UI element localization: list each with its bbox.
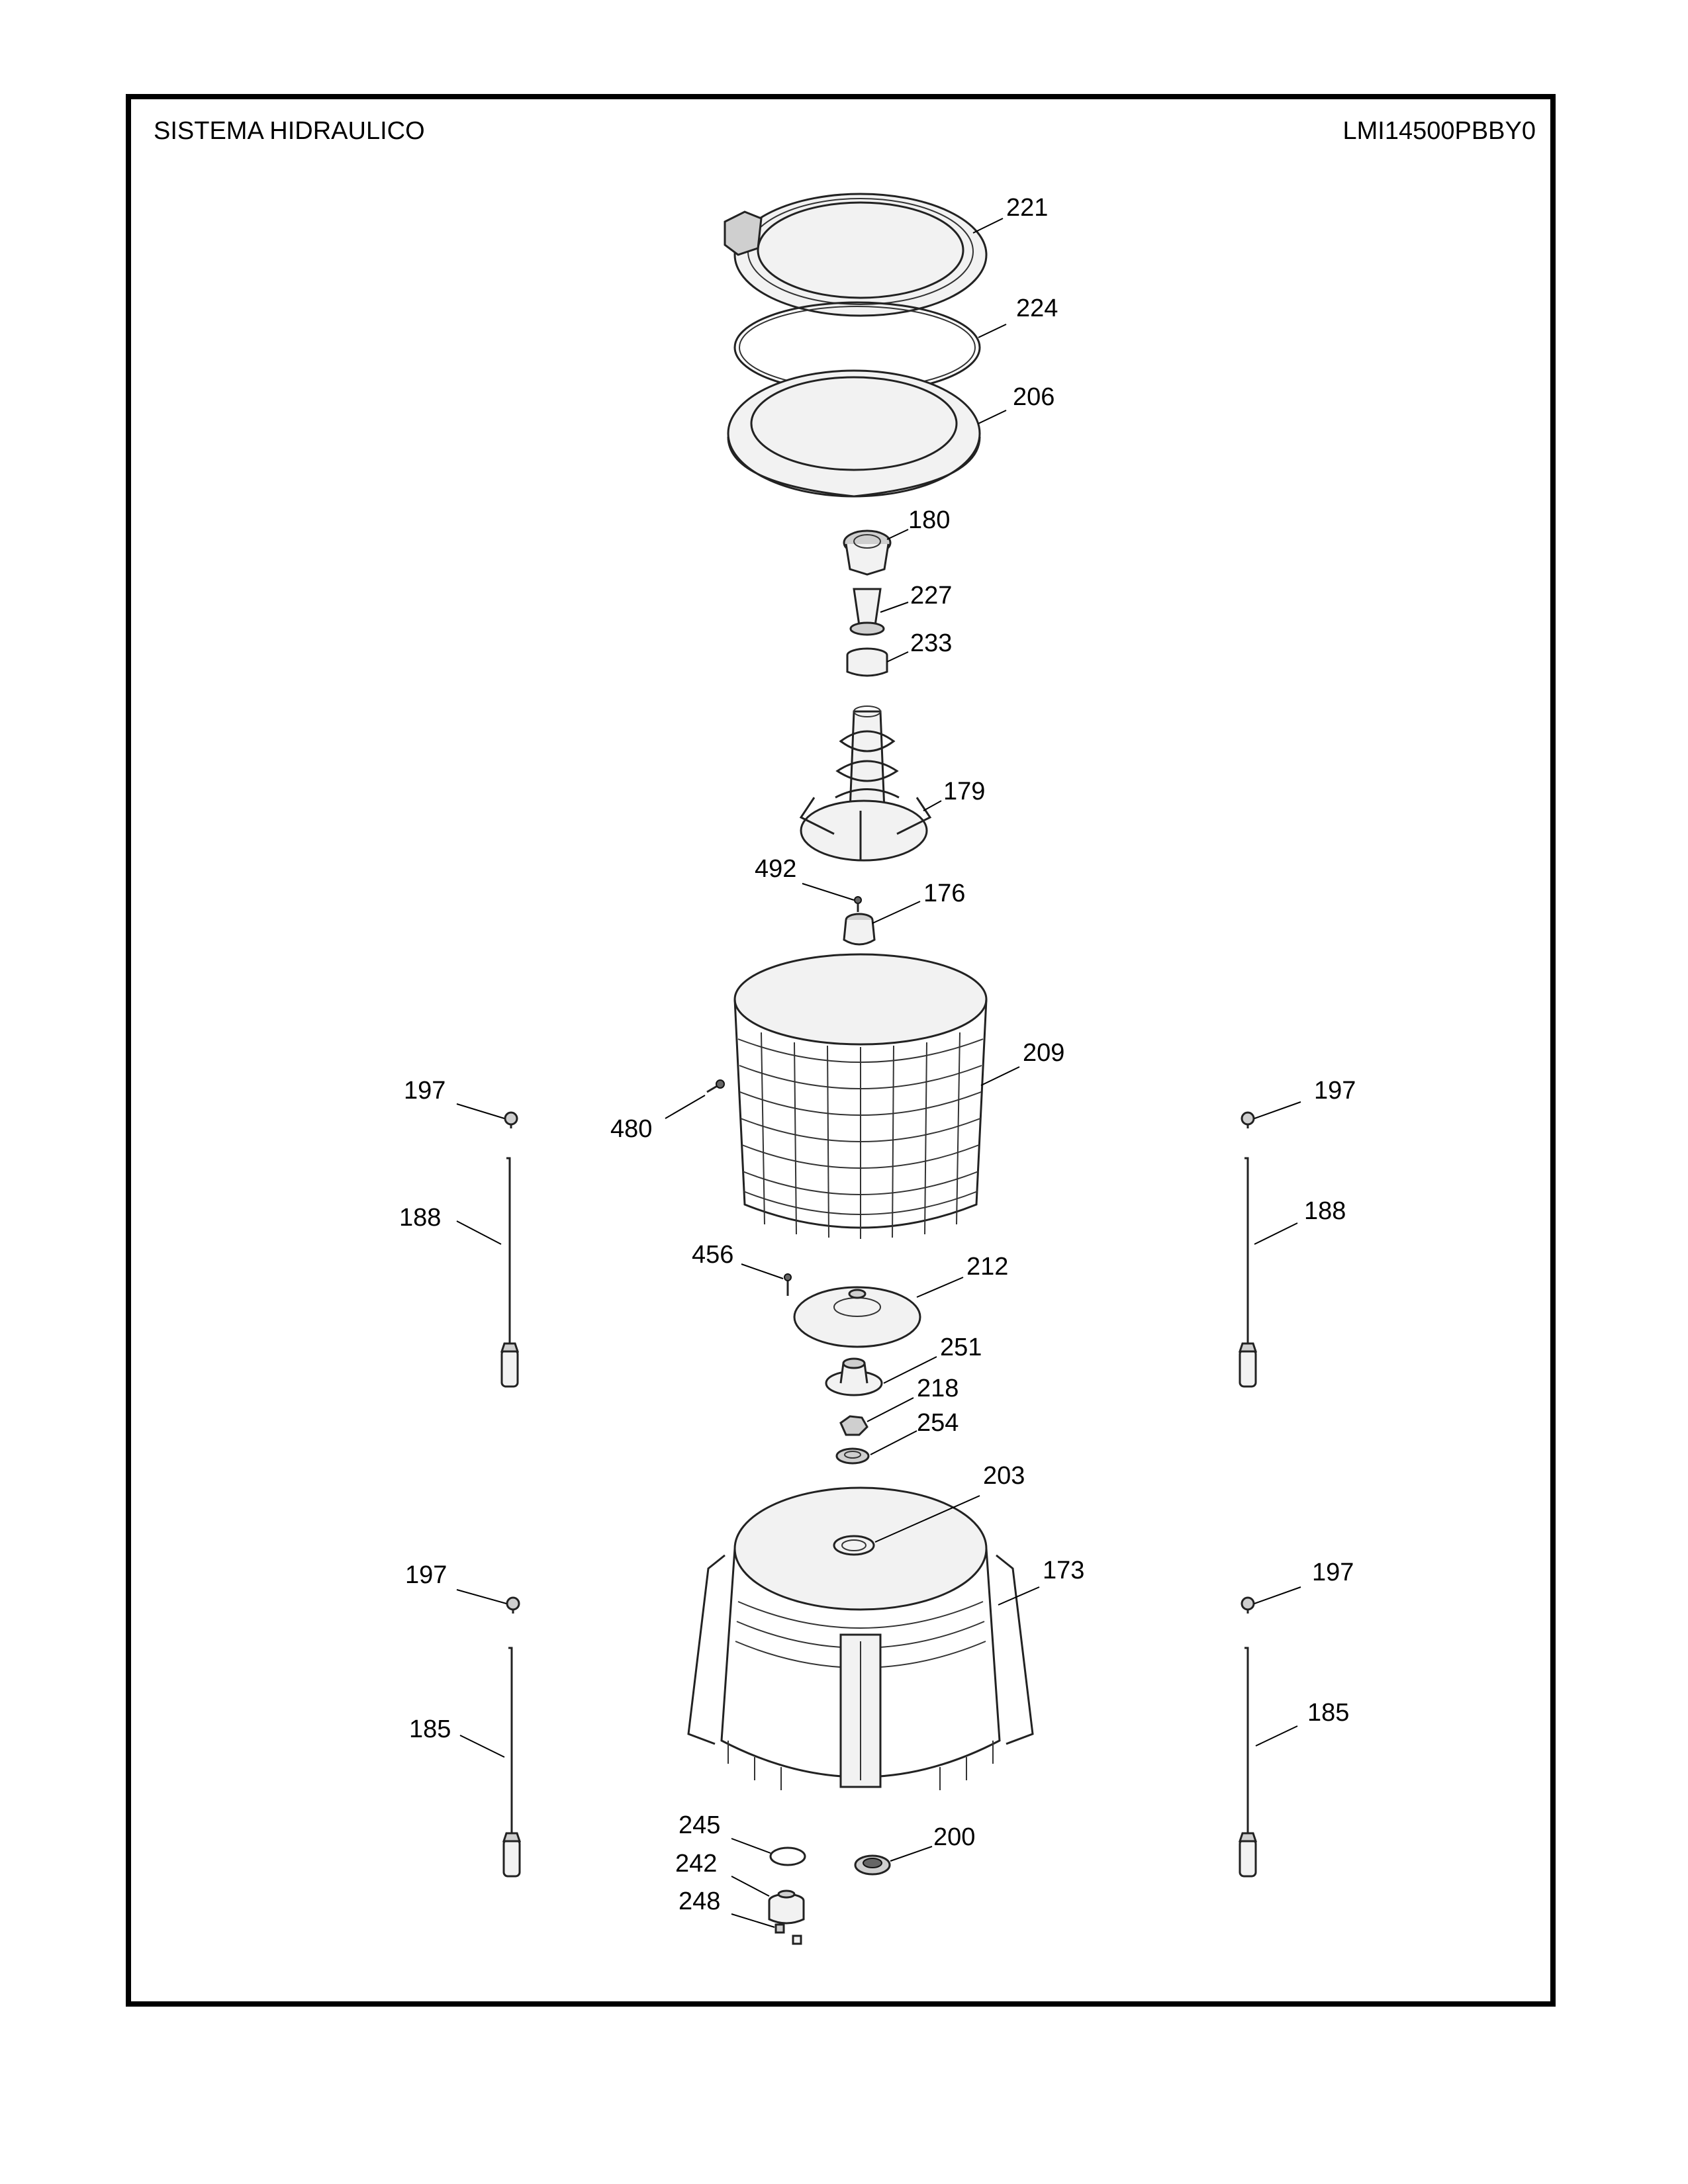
- leader-242: [731, 1876, 770, 1897]
- leader-197-ll: [456, 1589, 507, 1604]
- callout-456: 456: [692, 1241, 733, 1269]
- callout-200: 200: [933, 1823, 975, 1851]
- part-203-tub-seal[interactable]: [833, 1535, 875, 1556]
- callout-197-lower-left: 197: [405, 1561, 447, 1589]
- leader-492: [802, 883, 855, 901]
- leader-185-l: [459, 1735, 505, 1758]
- part-185-right-suspension-rod[interactable]: [1238, 1647, 1258, 1878]
- part-197-upper-right-pivot[interactable]: [1241, 1111, 1255, 1128]
- part-221-top-ring[interactable]: [724, 193, 988, 317]
- leader-179: [923, 800, 942, 811]
- callout-188-left: 188: [399, 1204, 441, 1232]
- part-492-screw[interactable]: [854, 896, 862, 912]
- leader-233: [886, 651, 909, 662]
- leader-224: [978, 324, 1007, 338]
- callout-197-upper-left: 197: [404, 1077, 445, 1105]
- part-248-clips[interactable]: [774, 1923, 802, 1945]
- leader-203: [874, 1495, 980, 1543]
- part-180-agitator-cap[interactable]: [843, 529, 892, 576]
- callout-209: 209: [1023, 1039, 1064, 1067]
- part-176-drive-coupling[interactable]: [843, 913, 876, 946]
- callout-480: 480: [610, 1115, 652, 1143]
- part-233-sleeve[interactable]: [846, 647, 888, 677]
- callout-227: 227: [910, 582, 952, 610]
- leader-248: [731, 1913, 775, 1928]
- part-456-screw[interactable]: [784, 1273, 792, 1296]
- part-188-right-suspension-rod[interactable]: [1238, 1157, 1258, 1388]
- callout-233: 233: [910, 629, 952, 657]
- model-number: LMI14500PBBY0: [1342, 117, 1536, 145]
- leader-209: [980, 1066, 1020, 1086]
- leader-197-lr: [1254, 1586, 1301, 1604]
- leader-480: [665, 1095, 706, 1119]
- callout-197-lower-right: 197: [1312, 1559, 1354, 1586]
- callout-212: 212: [966, 1253, 1008, 1281]
- leader-185-r: [1255, 1725, 1298, 1747]
- callout-185-right: 185: [1307, 1699, 1349, 1727]
- part-197-lower-left-pivot[interactable]: [506, 1596, 520, 1614]
- callout-224: 224: [1016, 295, 1058, 322]
- part-254-spanner-nut[interactable]: [835, 1447, 870, 1465]
- leader-206: [978, 410, 1007, 424]
- part-218-hub-nut[interactable]: [839, 1415, 868, 1436]
- part-200-drain-seal[interactable]: [854, 1854, 891, 1876]
- callout-251: 251: [940, 1334, 982, 1361]
- callout-248: 248: [679, 1888, 720, 1915]
- leader-221: [972, 218, 1004, 234]
- part-173-outer-tub[interactable]: [687, 1486, 1034, 1790]
- leader-212: [916, 1277, 964, 1298]
- callout-203: 203: [983, 1462, 1025, 1490]
- leader-197-ur: [1254, 1101, 1301, 1119]
- part-251-drive-block[interactable]: [825, 1357, 883, 1396]
- callout-173: 173: [1043, 1557, 1084, 1584]
- leader-245: [731, 1838, 771, 1854]
- part-179-agitator[interactable]: [799, 705, 932, 862]
- part-227-cone[interactable]: [849, 588, 885, 636]
- part-197-lower-right-pivot[interactable]: [1241, 1596, 1255, 1614]
- part-185-left-suspension-rod[interactable]: [502, 1647, 522, 1878]
- part-245-o-ring[interactable]: [769, 1846, 806, 1866]
- callout-176: 176: [923, 880, 965, 907]
- callout-221: 221: [1006, 194, 1048, 222]
- callout-179: 179: [943, 778, 985, 805]
- leader-180: [886, 529, 909, 540]
- leader-176: [872, 901, 921, 924]
- callout-492: 492: [755, 855, 796, 883]
- callout-185-left: 185: [409, 1715, 451, 1743]
- part-197-upper-left-pivot[interactable]: [504, 1111, 518, 1128]
- callout-242: 242: [675, 1850, 717, 1878]
- leader-173: [998, 1586, 1040, 1606]
- callout-254: 254: [917, 1409, 959, 1437]
- part-206-balance-ring[interactable]: [727, 369, 981, 498]
- part-212-basket-hub[interactable]: [793, 1286, 921, 1348]
- leader-218: [867, 1397, 914, 1422]
- part-242-plug[interactable]: [768, 1889, 805, 1925]
- page-title: SISTEMA HIDRAULICO: [154, 117, 425, 145]
- leader-188-l: [456, 1220, 502, 1245]
- leader-456: [741, 1263, 784, 1279]
- leader-227: [880, 602, 909, 613]
- drawing-frame: [126, 94, 1556, 2007]
- leader-254: [870, 1430, 917, 1455]
- part-209-wash-basket[interactable]: [733, 953, 988, 1239]
- callout-180: 180: [908, 506, 950, 534]
- part-480-screw[interactable]: [706, 1079, 725, 1093]
- callout-245: 245: [679, 1811, 720, 1839]
- leader-197-ul: [456, 1103, 505, 1119]
- part-188-left-suspension-rod[interactable]: [500, 1157, 520, 1388]
- leader-200: [890, 1846, 933, 1862]
- callout-206: 206: [1013, 383, 1055, 411]
- callout-218: 218: [917, 1375, 959, 1402]
- callout-197-upper-right: 197: [1314, 1077, 1356, 1105]
- leader-188-r: [1254, 1222, 1298, 1245]
- leader-251: [883, 1356, 937, 1384]
- callout-188-right: 188: [1304, 1197, 1346, 1225]
